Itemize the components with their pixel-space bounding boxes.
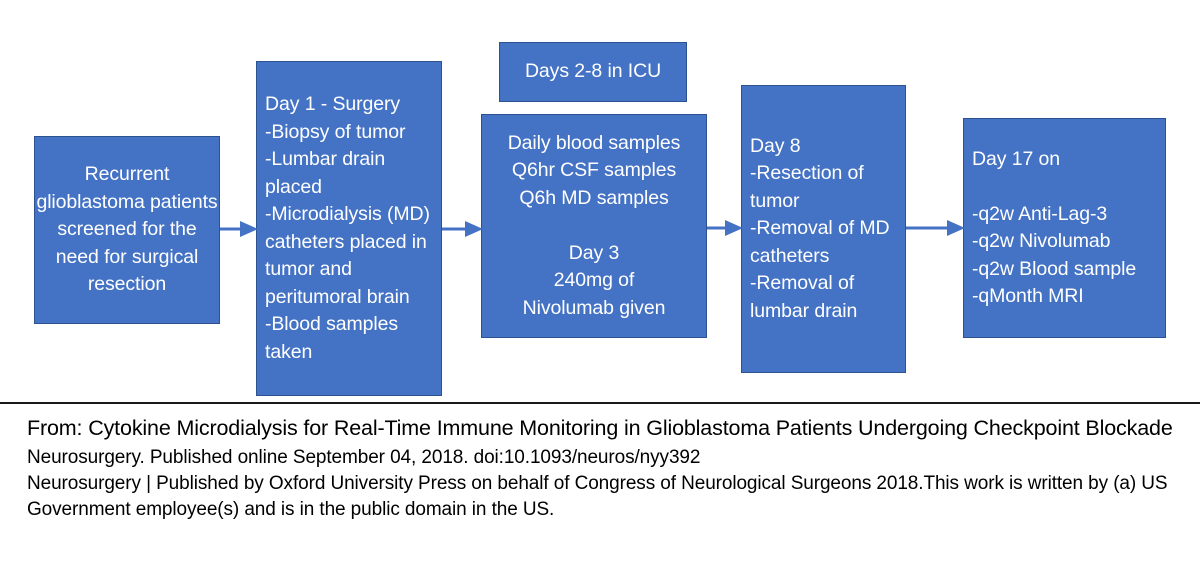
- flow-node-day8-label: Day 8 -Resection of tumor -Removal of MD…: [750, 134, 890, 322]
- flow-node-day17-label: Day 17 on -q2w Anti-Lag-3 -q2w Nivolumab…: [972, 147, 1137, 308]
- arrow-icon-day8-to-day17: [906, 220, 965, 236]
- caption-journal-line: Neurosurgery. Published online September…: [27, 446, 701, 468]
- caption-title: From: Cytokine Microdialysis for Real-Ti…: [27, 416, 1173, 440]
- flow-node-day17[interactable]: Day 17 on -q2w Anti-Lag-3 -q2w Nivolumab…: [963, 118, 1166, 338]
- caption-rights-line: Neurosurgery | Published by Oxford Unive…: [27, 472, 1168, 520]
- flowchart-diagram: Recurrent glioblastoma patients screened…: [34, 42, 1166, 396]
- flow-node-icu-header-label: Days 2-8 in ICU: [524, 60, 662, 83]
- flow-node-day1-surgery-label: Day 1 - Surgery -Biopsy of tumor -Lumbar…: [265, 93, 430, 363]
- arrow-icon-day1-to-icu: [442, 221, 483, 237]
- caption-divider: [0, 402, 1200, 404]
- flow-node-day1-surgery[interactable]: Day 1 - Surgery -Biopsy of tumor -Lumbar…: [256, 61, 442, 396]
- flow-node-icu-sampling[interactable]: Daily blood samples Q6hr CSF samples Q6h…: [481, 114, 707, 338]
- arrow-icon-icu-to-day8: [707, 220, 743, 236]
- flow-node-screening[interactable]: Recurrent glioblastoma patients screened…: [34, 136, 220, 324]
- figure-caption: From: Cytokine Microdialysis for Real-Ti…: [27, 414, 1177, 523]
- arrow-icon-screening-to-day1: [220, 221, 258, 237]
- flow-node-icu-header[interactable]: Days 2-8 in ICU: [499, 42, 687, 102]
- flow-node-screening-label: Recurrent glioblastoma patients screened…: [36, 163, 218, 296]
- flow-node-day8[interactable]: Day 8 -Resection of tumor -Removal of MD…: [741, 85, 906, 373]
- flow-node-icu-sampling-label: Daily blood samples Q6hr CSF samples Q6h…: [507, 131, 681, 319]
